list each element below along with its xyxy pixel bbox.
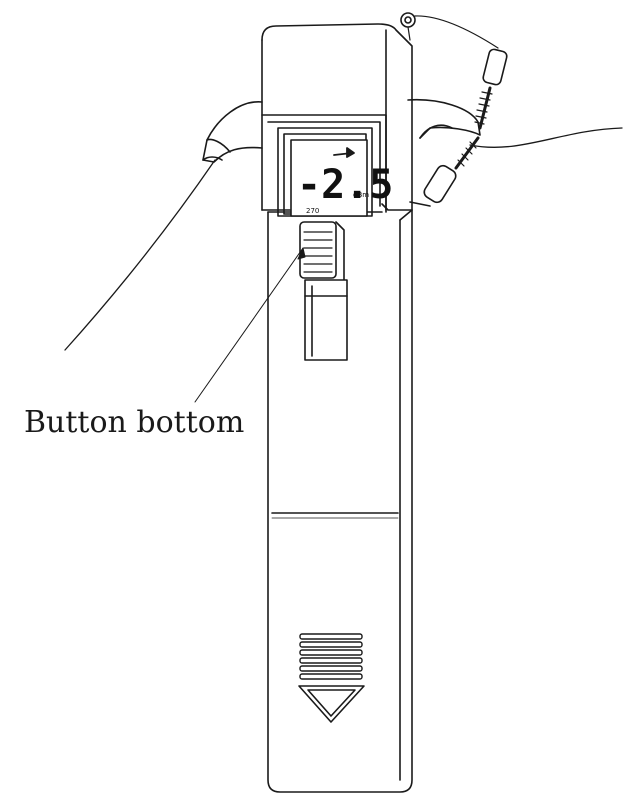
fiber-cable-right <box>469 127 623 148</box>
callout-leader <box>194 247 306 403</box>
fiber-cable-left <box>64 159 216 351</box>
right-clamp <box>407 98 481 139</box>
down-arrow-icon <box>298 685 365 723</box>
vent-grille <box>299 633 363 680</box>
lcd-wavelength: 270 <box>306 207 319 215</box>
power-button <box>299 221 348 361</box>
arrow-right-icon <box>333 147 355 158</box>
lcd-screen: -2.5 dBm 270 <box>290 139 393 217</box>
left-clamp <box>202 101 263 163</box>
fiber-connector <box>400 12 508 207</box>
lanyard-ring-icon <box>400 12 416 28</box>
callout-label: Button bottom <box>24 405 244 440</box>
lcd-unit: dBm <box>353 191 369 199</box>
lcd-reading: -2.5 <box>297 162 393 208</box>
